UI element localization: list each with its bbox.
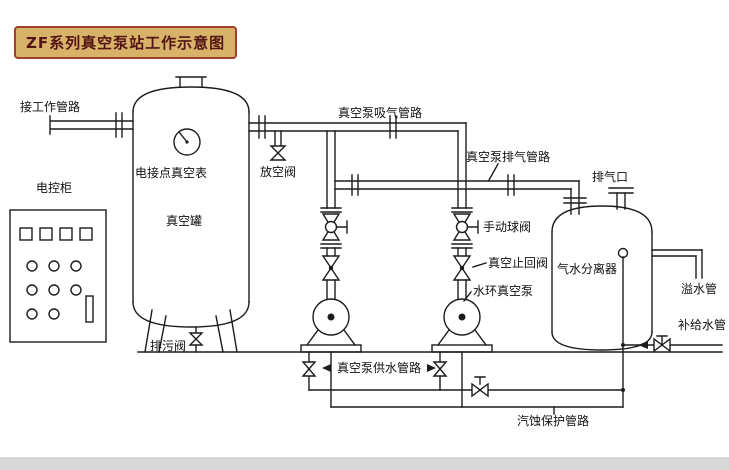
label-suction-line: 真空泵吸气管路 (338, 106, 423, 120)
scan-artifact-strip (0, 457, 729, 470)
ball-valve-check-valve-stack-1 (320, 207, 348, 300)
label-vacuum-tank: 真空罐 (166, 214, 203, 228)
makeup-water-pipe-line (622, 335, 723, 353)
label-vacuum-check-valve: 真空止回阀 (488, 256, 549, 270)
diagram-title: ZF系列真空泵站工作示意图 (14, 26, 238, 59)
label-pump-supply-line: 真空泵供水管路 (337, 361, 422, 375)
vacuum-gauge-icon (173, 128, 201, 156)
label-overflow-pipe: 溢水管 (681, 282, 718, 296)
water-ring-pump-icon-1 (300, 298, 362, 353)
suction-pipe-line (248, 115, 467, 139)
gas-water-separator-body (551, 187, 653, 408)
label-vent-valve: 放空阀 (260, 165, 297, 179)
label-contact-vacuum-gauge: 电接点真空表 (135, 166, 208, 180)
supply-and-protection-lines (301, 343, 625, 415)
label-exhaust-port: 排气口 (592, 170, 629, 184)
label-blowdown-valve: 排污阀 (150, 339, 187, 353)
label-connect-working-pipe: 接工作管路 (20, 100, 81, 114)
label-cavitation-protection-line: 汽蚀保护管路 (517, 414, 590, 428)
vent-valve-icon (269, 130, 287, 161)
exhaust-pipe-line (334, 174, 587, 215)
overflow-pipe-line (651, 249, 703, 279)
label-control-cabinet: 电控柜 (36, 181, 73, 195)
water-ring-pump-icon-2 (431, 298, 493, 353)
label-exhaust-line: 真空泵排气管路 (466, 150, 551, 164)
suction-risers (326, 122, 467, 209)
label-gas-water-separator: 气水分离器 (557, 262, 618, 276)
label-makeup-water-pipe: 补给水管 (678, 318, 727, 332)
label-manual-ball-valve: 手动球阀 (483, 220, 532, 234)
vacuum-tank-body (132, 76, 250, 353)
label-leader-lines (463, 163, 499, 302)
label-water-ring-pump: 水环真空泵 (473, 284, 534, 298)
working-pipe (49, 112, 134, 138)
control-cabinet (9, 209, 107, 343)
drain-valve-icon (188, 326, 204, 353)
